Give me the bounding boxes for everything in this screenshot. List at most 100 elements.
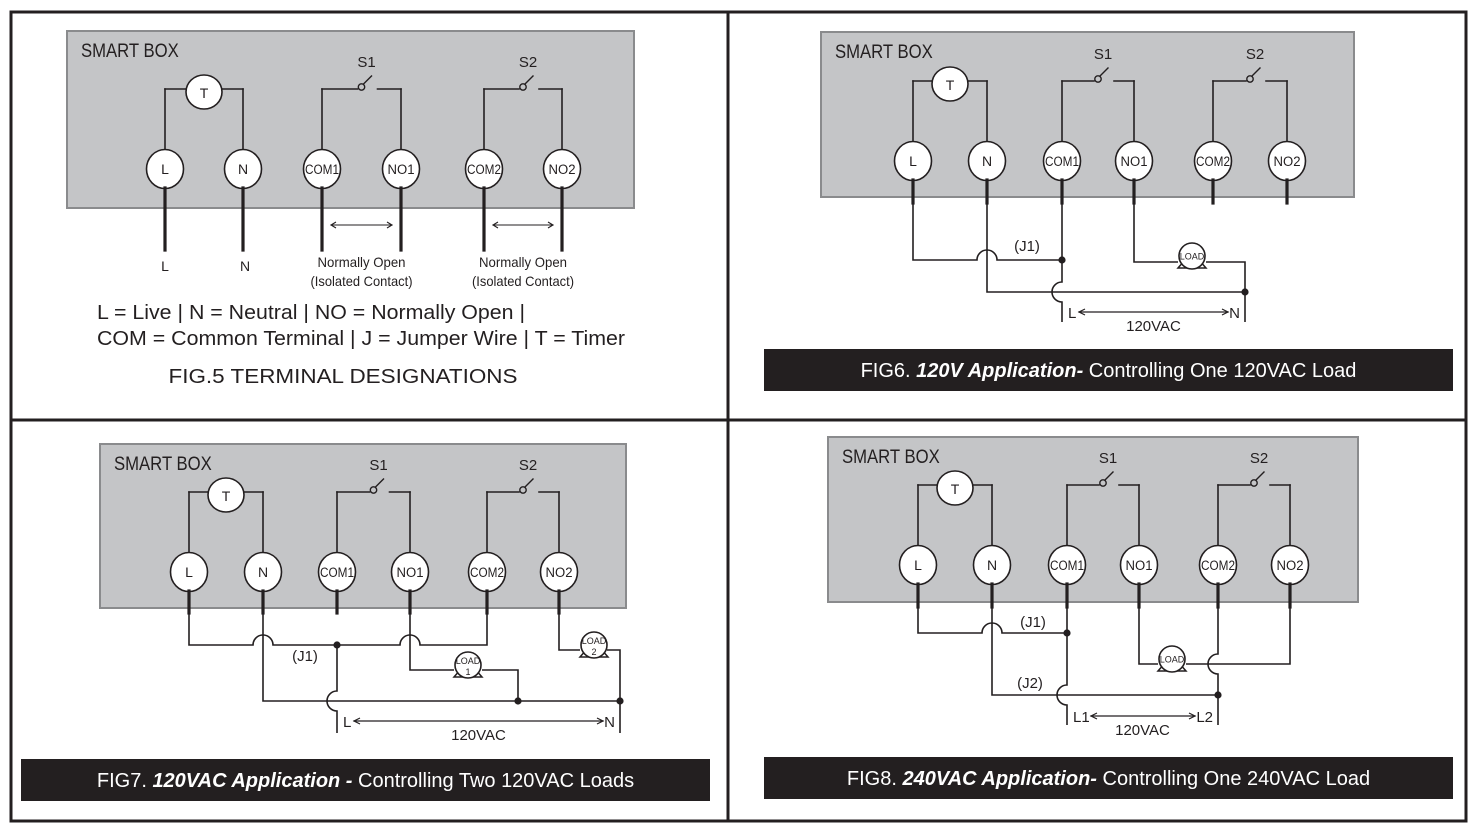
- legend-line-1: L = Live | N = Neutral | NO = Normally O…: [97, 302, 525, 324]
- caption-application: 120VAC Application -: [152, 770, 352, 792]
- sheet-frame: [9, 10, 1468, 823]
- neutral-bus: [262, 613, 620, 702]
- load-return: [1186, 607, 1291, 665]
- switch-blade: [1251, 67, 1261, 77]
- switch-label: S1: [1099, 450, 1117, 467]
- arrowhead-right: [547, 221, 555, 229]
- relay-switch-2: S2: [1212, 46, 1288, 144]
- supply-voltage-label: 120VAC: [1115, 722, 1170, 739]
- switch-pivot: [1250, 479, 1258, 487]
- load-label: LOAD: [582, 636, 607, 646]
- load-circle: [1178, 242, 1206, 270]
- arrowhead-right: [1221, 308, 1230, 316]
- timer-symbol: [207, 477, 245, 513]
- jumper-j1: [912, 203, 1062, 261]
- supply-right-label: N: [1229, 305, 1240, 322]
- lead-label-l: L: [161, 258, 169, 274]
- outer-border: [9, 10, 1468, 823]
- terminal-label: NO2: [549, 162, 576, 177]
- load-1-return: [482, 669, 519, 701]
- caption-background: [764, 349, 1453, 391]
- caption-background: [764, 757, 1453, 799]
- timer-symbol: [936, 470, 974, 506]
- figure-caption: FIG8. 240VAC Application- Controlling On…: [847, 768, 1370, 790]
- contact-sublabel: (Isolated Contact): [311, 273, 413, 289]
- switch-label: S1: [369, 457, 387, 474]
- figure-caption-bar: FIG6. 120V Application- Controlling One …: [764, 349, 1453, 391]
- terminal-label: COM2: [1196, 154, 1230, 169]
- load-feed: [1133, 203, 1178, 263]
- smart-box-title: SMART BOX: [842, 446, 940, 467]
- arrowhead-right: [1188, 712, 1197, 720]
- timer-symbol: [931, 66, 969, 102]
- switch-label: S1: [357, 54, 375, 71]
- figure-caption-bar: FIG7. 120VAC Application - Controlling T…: [21, 759, 710, 801]
- terminal-label: COM1: [305, 162, 339, 177]
- timer-label: T: [946, 77, 955, 93]
- figure-caption: FIG6. 120V Application- Controlling One …: [861, 360, 1357, 382]
- jumper-j2: [991, 607, 1218, 696]
- caption-figure-number: FIG6.: [861, 360, 917, 382]
- arrowhead-left: [352, 717, 361, 725]
- jumper-label-j1: (J1): [292, 648, 318, 665]
- switch-blade: [1255, 471, 1265, 481]
- supply-left-label: L1: [1073, 709, 1090, 726]
- smart-box-title: SMART BOX: [81, 40, 179, 61]
- figure-caption: FIG.5 TERMINAL DESIGNATIONS: [169, 366, 518, 388]
- load-1-feed: [409, 613, 454, 671]
- terminal-label: NO2: [546, 565, 573, 580]
- relay-switch-2: S2: [486, 457, 560, 555]
- switch-blade: [524, 75, 534, 85]
- load-label: LOAD: [456, 656, 481, 666]
- lead-label-n: N: [240, 258, 250, 274]
- timer-label: T: [200, 85, 209, 101]
- jumper-j1: [917, 607, 1067, 634]
- terminal-label: COM2: [470, 565, 504, 580]
- caption-application: 120V Application-: [916, 360, 1083, 382]
- load-label: LOAD: [1180, 252, 1205, 262]
- arrowhead-left: [1089, 712, 1098, 720]
- switch-blade: [1099, 67, 1109, 77]
- terminal-label: COM1: [320, 565, 354, 580]
- load-circle: [580, 631, 608, 659]
- switch-label: S2: [1250, 450, 1268, 467]
- switch-pivot: [1246, 75, 1254, 83]
- contact-sublabel: (Isolated Contact): [472, 273, 574, 289]
- relay-switch-1: S1: [1061, 46, 1135, 144]
- relay-switch-1: S1: [1066, 450, 1140, 548]
- load-symbol-1: LOAD: [1156, 645, 1188, 673]
- terminal-label: N: [258, 564, 268, 580]
- supply-voltage-label: 120VAC: [451, 727, 506, 744]
- terminal-label: NO1: [1121, 154, 1148, 169]
- load-circle: [454, 651, 482, 679]
- terminal-label: COM2: [467, 162, 501, 177]
- relay-switch-2: S2: [483, 54, 563, 152]
- load-number: 1: [465, 667, 470, 677]
- load-return: [1206, 261, 1246, 322]
- terminal-label: L: [909, 153, 917, 169]
- smart-box-title: SMART BOX: [114, 453, 212, 474]
- timer-label: T: [951, 481, 960, 497]
- switch-label: S2: [1246, 46, 1264, 63]
- caption-description: Controlling One 240VAC Load: [1097, 768, 1370, 790]
- terminal-label: NO2: [1277, 558, 1304, 573]
- figure-caption-bar: FIG8. 240VAC Application- Controlling On…: [764, 757, 1453, 799]
- caption-application: 240VAC Application-: [901, 768, 1097, 790]
- load-2-return: [607, 649, 621, 733]
- terminal-label: N: [987, 557, 997, 573]
- switch-blade: [524, 478, 534, 488]
- caption-figure-number: FIG8.: [847, 768, 903, 790]
- switch-label: S1: [1094, 46, 1112, 63]
- terminal-label: L: [185, 564, 193, 580]
- switch-pivot: [519, 486, 527, 494]
